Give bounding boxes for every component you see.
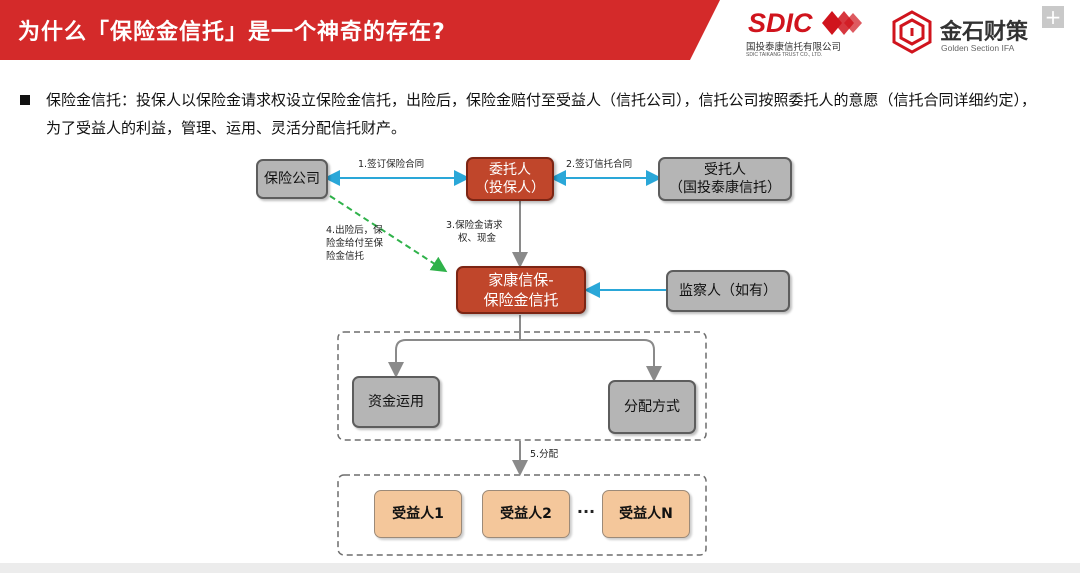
beneficiary-ellipsis: ··· <box>576 502 596 521</box>
plus-icon[interactable]: + <box>1042 6 1064 28</box>
edge-branch-fund-use <box>388 339 520 378</box>
edge-label-1: 1.签订保险合同 <box>358 159 425 170</box>
node-beneficiary-n: 受益人N <box>602 490 690 538</box>
edge-label-4-line2: 险金给付至保 <box>326 238 384 249</box>
golden-section-logo-icon <box>892 10 932 54</box>
edge-label-4: 4.出险后，保 险金给付至保 险金信托 <box>326 224 383 263</box>
node-beneficiary-2: 受益人2 <box>482 490 570 538</box>
fund-group-dashed-box <box>337 331 707 441</box>
node-distribution: 分配方式 <box>608 380 696 434</box>
bullet-text: 保险金信托：投保人以保险金请求权设立保险金信托，出险后，保险金赔付至受益人（信托… <box>46 91 1037 137</box>
edge-label-4-line1: 4.出险后，保 <box>326 225 383 236</box>
node-settlor-line1: 委托人 <box>489 162 531 178</box>
golden-section-name: 金石财策 <box>940 20 1029 45</box>
header-band <box>0 0 720 60</box>
edge-label-2: 2.签订信托合同 <box>566 159 633 170</box>
edge-insurer-trust <box>329 195 448 273</box>
edge-label-4-line3: 险金信托 <box>326 251 365 262</box>
node-supervisor: 监察人（如有） <box>666 270 790 312</box>
edge-branch-distribution <box>520 339 662 382</box>
node-beneficiary-1: 受益人1 <box>374 490 462 538</box>
node-trustee-line2: （国投泰康信托） <box>669 180 781 196</box>
edge-label-3: 3.保险金请求 权、现金 <box>446 219 503 245</box>
sdic-logo-text: SDIC <box>748 8 813 38</box>
node-insurance-trust: 家康信保- 保险金信托 <box>456 266 586 314</box>
bullet-square-icon <box>20 95 30 105</box>
sdic-diamond-icon <box>822 11 862 35</box>
logo-area: SDIC 国投泰康信托有限公司 SDIC TAIKANG TRUST CO., … <box>740 6 1080 62</box>
sdic-company-name: 国投泰康信托有限公司 <box>746 42 842 53</box>
node-fund-use: 资金运用 <box>352 376 440 428</box>
edge-label-3-line2: 权、现金 <box>458 233 497 244</box>
bottom-strip <box>0 563 1080 573</box>
node-settlor: 委托人 （投保人） <box>466 157 554 201</box>
node-insurer: 保险公司 <box>256 159 328 199</box>
sdic-company-name-en: SDIC TAIKANG TRUST CO., LTD. <box>746 52 823 58</box>
golden-section-name-en: Golden Section IFA <box>941 43 1015 53</box>
node-trust-line2: 保险金信托 <box>483 291 559 309</box>
edge-label-3-line1: 3.保险金请求 <box>446 220 503 231</box>
node-trustee: 受托人 （国投泰康信托） <box>658 157 792 201</box>
beneficiary-group-dashed-box <box>337 474 707 556</box>
edge-label-5: 5.分配 <box>530 449 559 460</box>
page-title: 为什么「保险金信托」是一个神奇的存在? <box>18 20 446 45</box>
node-trustee-line1: 受托人 <box>704 162 746 178</box>
node-trust-line1: 家康信保- <box>488 271 554 289</box>
node-settlor-line2: （投保人） <box>475 180 545 196</box>
